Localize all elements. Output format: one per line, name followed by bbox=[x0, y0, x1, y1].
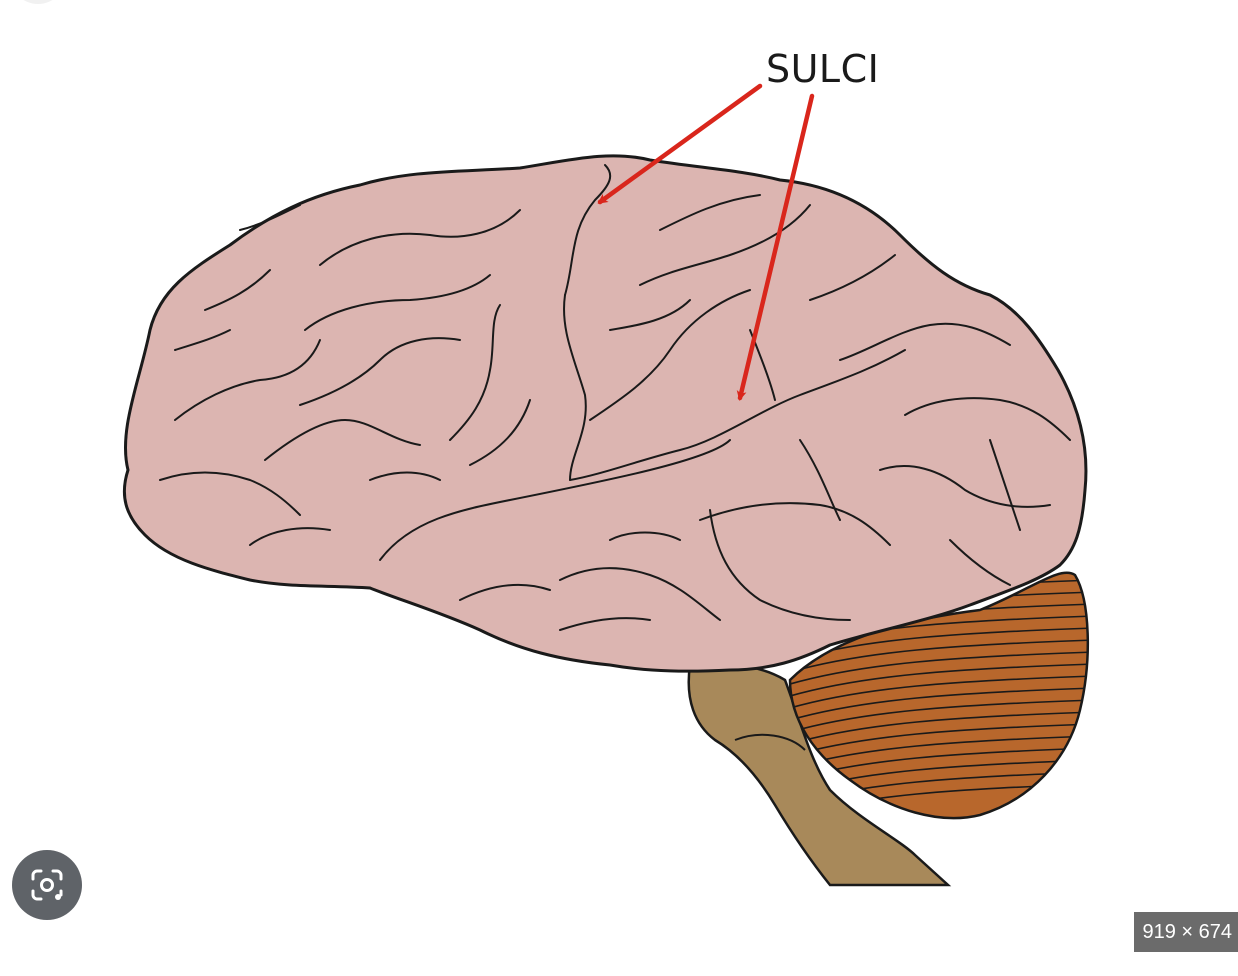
cerebellum-folium bbox=[790, 639, 1088, 676]
cerebellum-folium bbox=[790, 675, 1088, 712]
cerebellum-folium bbox=[790, 711, 1088, 748]
cerebellum-folium bbox=[790, 663, 1088, 700]
cerebellum-folium bbox=[790, 651, 1088, 688]
brainstem-fold bbox=[734, 733, 806, 751]
arrow-to-lateral-sulcus bbox=[736, 93, 815, 401]
brainstem bbox=[687, 661, 952, 887]
cerebrum bbox=[122, 154, 1088, 673]
lens-scan-icon bbox=[31, 869, 63, 901]
cerebellum bbox=[788, 571, 1090, 820]
arrow-to-upper-sulcus bbox=[597, 83, 763, 205]
image-dimensions-badge: 919 × 674 bbox=[1134, 912, 1238, 952]
corner-avatar-fragment bbox=[10, 0, 66, 4]
lens-search-button[interactable] bbox=[12, 850, 82, 920]
sulci-label: SULCI bbox=[766, 47, 880, 91]
gyri-lines bbox=[159, 164, 1071, 631]
sulci-arrows bbox=[597, 83, 815, 401]
cerebellum-folium bbox=[790, 699, 1088, 736]
cerebellum-folium bbox=[790, 687, 1088, 724]
